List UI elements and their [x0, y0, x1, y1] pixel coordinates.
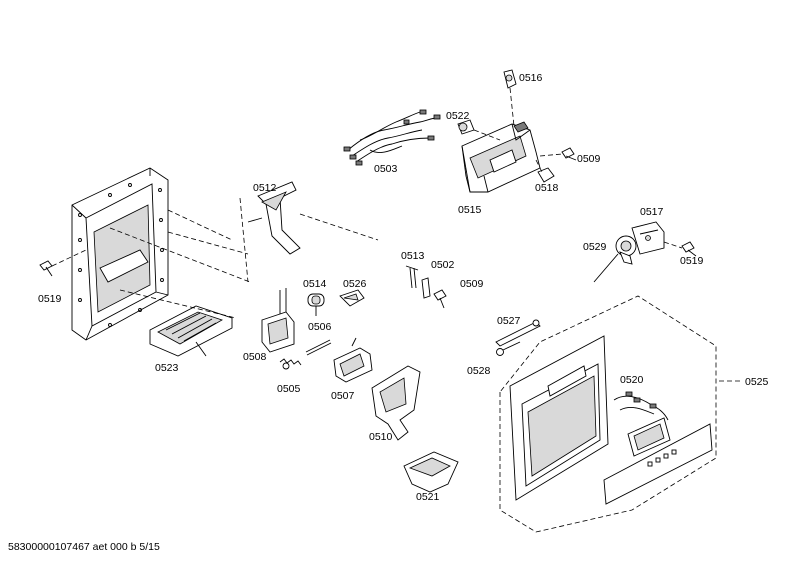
label-0510: 0510: [369, 431, 393, 443]
paddle-0510: [371, 365, 421, 441]
funnel-0521: [403, 451, 459, 493]
module-0508: [261, 288, 295, 353]
wiring-harness-0503: [343, 109, 441, 166]
slider-0507: [333, 337, 373, 383]
dispenser-panel-0525: [499, 295, 740, 533]
label-0508: 0508: [243, 351, 267, 363]
label-0509-middle: 0509: [460, 278, 484, 290]
lamp-0522: [457, 119, 501, 141]
label-0514: 0514: [303, 278, 327, 290]
tube-0527: [495, 319, 541, 347]
label-0519-right: 0519: [680, 255, 704, 267]
rod-0506: [305, 339, 332, 356]
spring-0513: [405, 265, 419, 289]
label-0506: 0506: [308, 321, 332, 333]
label-0525: 0525: [745, 376, 769, 388]
screw-0509-middle: [433, 289, 447, 309]
label-0515: 0515: [458, 204, 482, 216]
screw-0519-left: [39, 249, 87, 277]
label-0517: 0517: [640, 206, 664, 218]
label-0509-top: 0509: [577, 153, 601, 165]
drip-tray-0523: [149, 305, 233, 357]
label-0518: 0518: [535, 182, 559, 194]
label-0505: 0505: [277, 383, 301, 395]
label-0502: 0502: [431, 259, 455, 271]
label-0507: 0507: [331, 390, 355, 402]
label-0521: 0521: [416, 491, 440, 503]
screw-0509-top: [539, 147, 577, 161]
spring-0505: [279, 358, 302, 370]
label-0512: 0512: [253, 182, 277, 194]
label-0516: 0516: [519, 72, 543, 84]
document-footer: 58300000107467 aet 000 b 5/15: [8, 541, 160, 553]
label-0526: 0526: [343, 278, 367, 290]
label-0522: 0522: [446, 110, 470, 122]
plate-0502: [421, 277, 431, 299]
label-0527: 0527: [497, 315, 521, 327]
label-0528: 0528: [467, 365, 491, 377]
control-board-0520: [613, 391, 677, 467]
switch-0516: [503, 69, 517, 127]
tube-0528: [496, 341, 521, 356]
label-0529: 0529: [583, 241, 607, 253]
label-0513: 0513: [401, 250, 425, 262]
label-0519-left: 0519: [38, 293, 62, 305]
housing-frame: [71, 167, 169, 341]
part-0518: [535, 159, 555, 183]
part-0526: [339, 289, 365, 307]
bracket-0517: [631, 221, 665, 255]
label-0503: 0503: [374, 163, 398, 175]
lever-0512: [247, 181, 301, 255]
label-0523: 0523: [155, 362, 179, 374]
part-labels: 0516 0522 0509 0503 0518 0512 0515 0517 …: [38, 72, 769, 503]
screw-0519-right: [663, 241, 697, 257]
bracket-0515: [461, 121, 541, 193]
motor-0514: [307, 293, 325, 316]
sensor-0529: [593, 235, 637, 283]
label-0520: 0520: [620, 374, 644, 386]
